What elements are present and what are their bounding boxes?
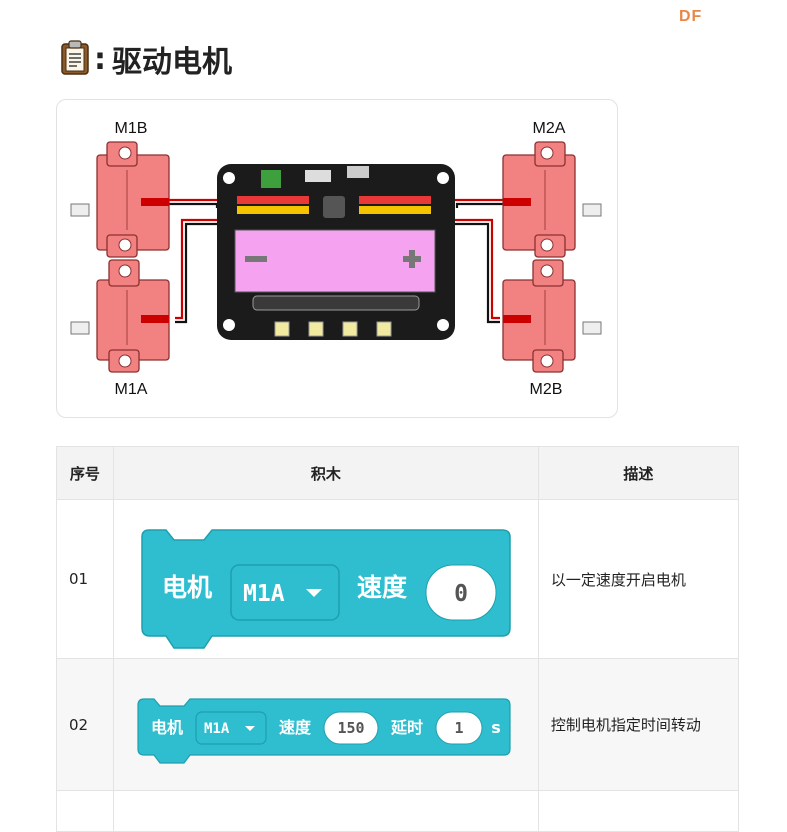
- header-block: 积木: [112, 446, 539, 500]
- page-title: 驱动电机: [112, 45, 232, 80]
- motor-wiring-illustration: M1B M2A M1A M2B: [70, 120, 602, 398]
- clipboard-icon: [58, 39, 92, 79]
- block-cell: 电机 M1A 速度 0: [112, 499, 539, 659]
- speed-label: 速度: [279, 718, 312, 737]
- header-index: 序号: [56, 446, 114, 500]
- speed-input[interactable]: [425, 564, 497, 621]
- blocks-table: 序号 积木 描述 01 电机 M1A 速度 0 以一定速度开启电机: [56, 446, 740, 832]
- wiring-diagram: M1B M2A M1A M2B: [56, 99, 618, 418]
- row-desc-empty: [537, 790, 740, 832]
- block-cell: 电机 M1A 速度 150 延时 1 s: [112, 658, 539, 791]
- speed-input[interactable]: [323, 711, 379, 745]
- delay-value: 1: [454, 719, 463, 737]
- page-heading: : 驱动电机: [58, 38, 232, 80]
- motor-m1b: [70, 141, 170, 258]
- row-index-empty: [56, 790, 114, 832]
- table-row: [56, 790, 740, 832]
- label-m1b: M1B: [115, 120, 148, 137]
- block-cell-empty: [112, 790, 539, 832]
- block-label: 电机: [151, 718, 183, 737]
- row-desc: 控制电机指定时间转动: [537, 658, 740, 791]
- heading-colon: :: [94, 41, 106, 77]
- speed-value: 0: [454, 581, 468, 607]
- speed-value: 150: [337, 719, 364, 737]
- row-index: 02: [56, 658, 114, 791]
- brand-logo: DF: [679, 8, 703, 25]
- label-m1a: M1A: [115, 381, 148, 398]
- block-label: 电机: [162, 573, 212, 602]
- delay-input[interactable]: [435, 711, 483, 745]
- motor-speed-block: 电机 M1A 速度 0: [141, 529, 511, 649]
- row-index: 01: [56, 499, 114, 659]
- motor-dropdown[interactable]: [230, 564, 340, 621]
- label-m2b: M2B: [530, 381, 563, 398]
- motor-m2a: [502, 141, 602, 258]
- controller-board: [217, 164, 455, 340]
- table-row: 01 电机 M1A 速度 0 以一定速度开启电机: [56, 499, 740, 659]
- delay-unit: s: [491, 718, 501, 737]
- right-wires: [447, 198, 505, 324]
- row-desc: 以一定速度开启电机: [537, 499, 740, 659]
- chevron-down-icon: [244, 726, 255, 731]
- motor-m2b: [502, 259, 602, 373]
- table-row: 02 电机 M1A 速度 150 延时 1 s 控制电机指定时间转动: [56, 658, 740, 791]
- label-m2a: M2A: [533, 120, 566, 137]
- motor-dropdown-value: M1A: [243, 581, 285, 607]
- delay-label: 延时: [390, 718, 423, 737]
- motor-dropdown[interactable]: [195, 711, 267, 745]
- header-desc: 描述: [537, 446, 740, 500]
- speed-label: 速度: [357, 573, 407, 602]
- motor-speed-delay-block: 电机 M1A 速度 150 延时 1 s: [137, 698, 511, 764]
- motor-dropdown-value: M1A: [204, 721, 230, 737]
- chevron-down-icon: [305, 589, 322, 597]
- motor-m1a: [70, 259, 170, 373]
